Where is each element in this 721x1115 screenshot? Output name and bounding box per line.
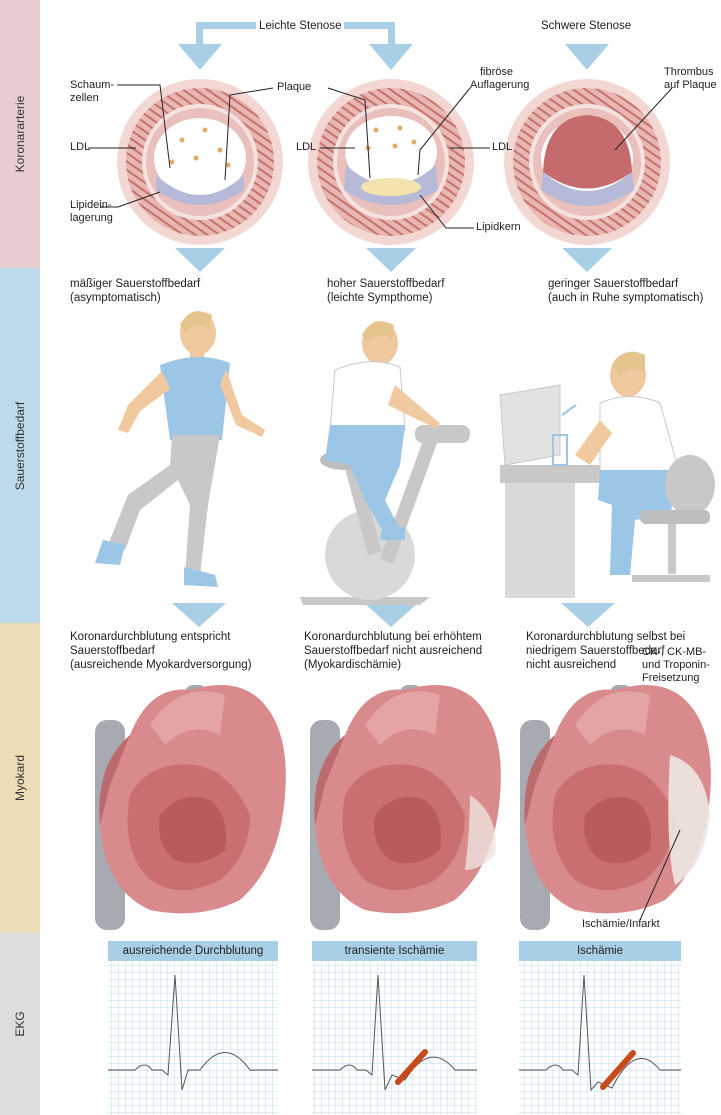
infographic: Koronararterie Sauerstoffbedarf Myokard … [0,0,721,1115]
ekg-traces [0,0,721,1115]
